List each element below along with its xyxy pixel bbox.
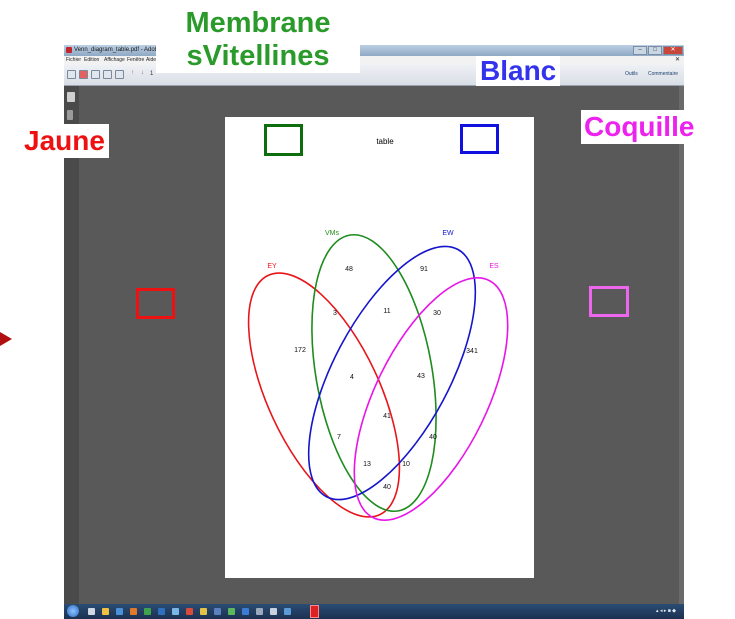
region-count-EY-ES: 40	[383, 484, 391, 491]
prev-page-icon[interactable]: ↑	[131, 70, 134, 76]
taskbar-app-icon[interactable]	[172, 608, 179, 615]
open-icon[interactable]	[79, 70, 88, 79]
vertical-scrollbar[interactable]	[679, 86, 684, 604]
venn-title: table	[376, 137, 394, 146]
windows-taskbar: ▴ ◂ ▸ ■ ◆	[64, 604, 684, 619]
membranes-vitellines-label: Membrane sVitellines	[156, 7, 360, 73]
jaune-label: Jaune	[20, 124, 109, 158]
menu-fichier[interactable]: Fichier	[66, 57, 82, 63]
coquille-label: Coquille	[581, 110, 698, 144]
page-number-field[interactable]: 1	[150, 71, 154, 77]
coquille-color-key-box	[589, 286, 629, 317]
set-label-EW: EW	[442, 230, 454, 237]
region-count-EY: 172	[294, 347, 306, 354]
region-count-EY-EW: 7	[337, 434, 341, 441]
tools-button[interactable]: Outils	[625, 71, 638, 77]
taskbar-app-icon[interactable]	[144, 608, 151, 615]
arrow-pointer-icon	[0, 332, 12, 346]
taskbar-app-icon[interactable]	[88, 608, 95, 615]
region-count-EY-EW-ES: 13	[363, 461, 371, 468]
print-icon[interactable]	[103, 70, 112, 79]
taskbar-app-icon[interactable]	[200, 608, 207, 615]
window-title: Venn_diagram_table.pdf - Adobe Reader	[74, 47, 183, 53]
taskbar-app-icon[interactable]	[186, 608, 193, 615]
jaune-color-key-box	[136, 288, 175, 319]
pages-panel-icon[interactable]	[67, 92, 75, 102]
title-bar: Venn_diagram_table.pdf - Adobe Reader – …	[64, 45, 684, 56]
region-count-EW-ES: 30	[433, 310, 441, 317]
attachments-panel-icon[interactable]	[67, 110, 73, 120]
create-pdf-icon[interactable]	[67, 70, 76, 79]
region-count-ES: 341	[466, 348, 478, 355]
start-button-icon[interactable]	[67, 605, 79, 617]
taskbar-app-icon[interactable]	[158, 608, 165, 615]
menu-affichage[interactable]: Affichage	[104, 57, 125, 63]
region-count-EY-VMs: 3	[333, 310, 337, 317]
system-tray: ▴ ◂ ▸ ■ ◆	[656, 608, 676, 614]
save-icon[interactable]	[91, 70, 100, 79]
taskbar-app-icon[interactable]	[228, 608, 235, 615]
region-count-EW: 91	[420, 266, 428, 273]
pdf-page: table EY VMs EW ES 172 48 91 341 3 11 30…	[225, 117, 534, 578]
set-label-EY: EY	[267, 263, 277, 270]
window-controls: – □ ✕	[633, 45, 684, 56]
set-ellipse-EW	[307, 245, 477, 501]
region-count-EY-VMs-EW: 4	[350, 374, 354, 381]
region-count-VMs-EW: 11	[383, 308, 390, 315]
region-count-all-four: 41	[383, 413, 391, 420]
membranes-label-line1: Membrane	[185, 7, 331, 39]
taskbar-app-icon[interactable]	[214, 608, 221, 615]
taskbar-app-icon[interactable]	[242, 608, 249, 615]
maximize-button[interactable]: □	[648, 46, 662, 55]
close-button[interactable]: ✕	[663, 46, 683, 55]
comment-button[interactable]: Commentaire	[648, 71, 679, 77]
taskbar-app-icon[interactable]	[130, 608, 137, 615]
set-ellipse-VMs	[311, 233, 437, 513]
next-page-icon[interactable]: ↓	[141, 70, 144, 76]
membranes-color-key-box	[264, 124, 303, 156]
set-label-ES: ES	[489, 263, 499, 270]
blanc-color-key-box	[460, 124, 499, 154]
set-ellipse-EY	[247, 272, 401, 518]
menu-bar: Fichier Edition Affichage Fenêtre Aide ✕	[64, 56, 684, 65]
minimize-button[interactable]: –	[633, 46, 647, 55]
set-label-VMs: VMs	[325, 230, 340, 237]
region-count-VMs-ES: 40	[429, 434, 437, 441]
blanc-label: Blanc	[476, 56, 561, 86]
email-icon[interactable]	[115, 70, 124, 79]
taskbar-adobe-reader-icon[interactable]	[310, 605, 319, 618]
adobe-reader-icon	[66, 47, 72, 53]
taskbar-app-icon[interactable]	[284, 608, 291, 615]
region-count-VMs-EW-ES: 43	[417, 373, 425, 380]
membranes-label-line2: sVitellines	[186, 40, 330, 72]
menu-aide[interactable]: Aide	[146, 57, 157, 63]
taskbar-app-icon[interactable]	[270, 608, 277, 615]
region-count-EY-VMs-ES: 10	[402, 461, 410, 468]
set-ellipse-ES	[353, 277, 509, 521]
navigation-sidebar	[64, 86, 79, 604]
venn-diagram: table EY VMs EW ES 172 48 91 341 3 11 30…	[247, 137, 509, 521]
region-count-VMs: 48	[345, 266, 353, 273]
taskbar-explorer-icon[interactable]	[102, 608, 109, 615]
menu-fenetre[interactable]: Fenêtre	[127, 57, 145, 63]
menu-edition[interactable]: Edition	[84, 57, 100, 63]
close-document-icon[interactable]: ✕	[674, 57, 680, 63]
taskbar-browser-icon[interactable]	[116, 608, 123, 615]
taskbar-app-icon[interactable]	[256, 608, 263, 615]
